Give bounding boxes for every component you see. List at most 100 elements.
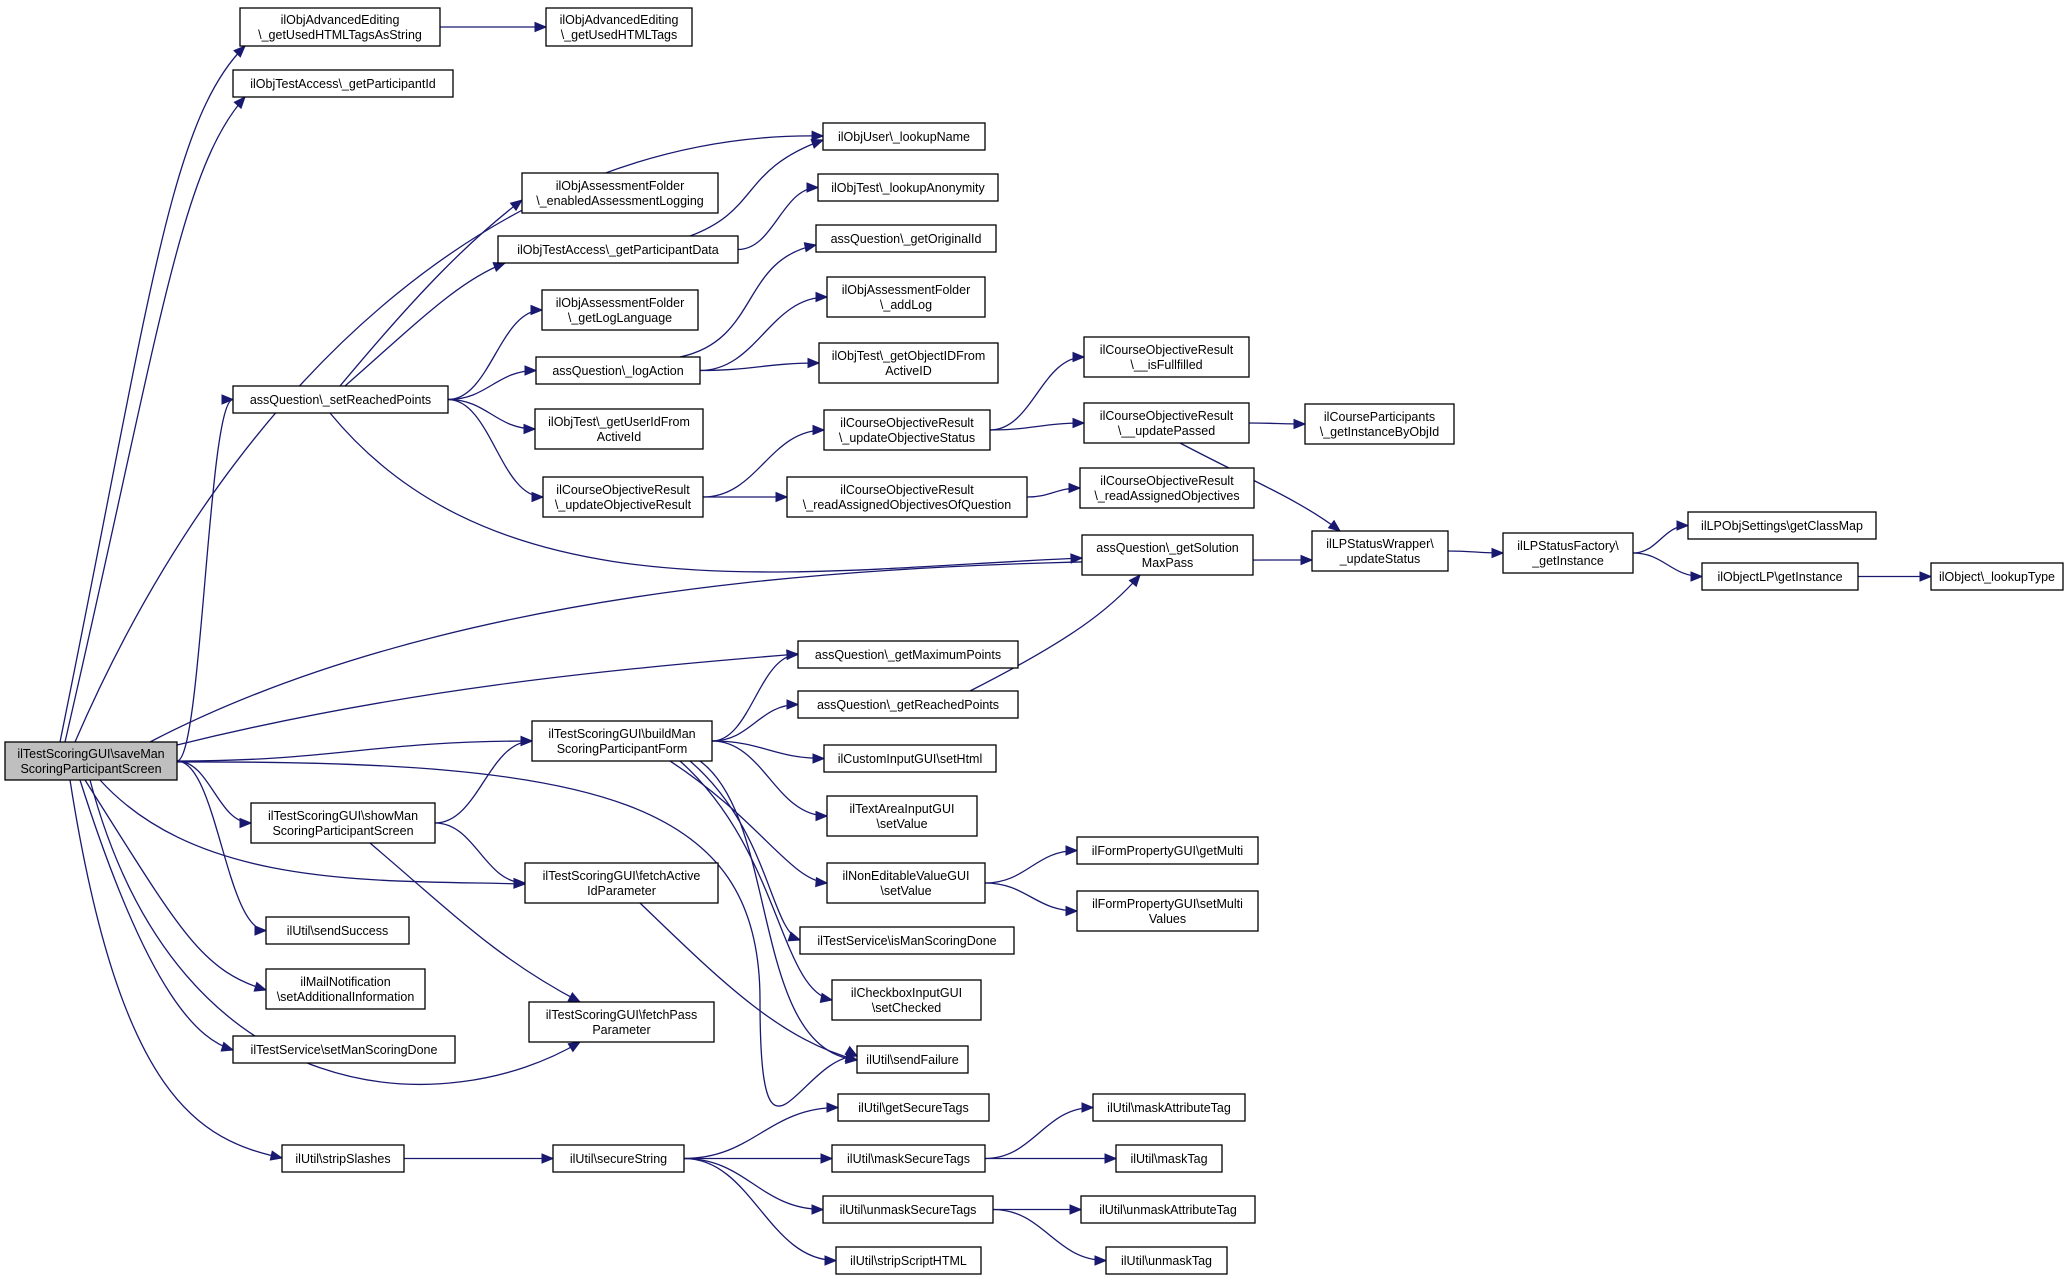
node-box[interactable]	[1083, 336, 1250, 378]
node-box[interactable]	[799, 926, 1015, 955]
node-box[interactable]	[837, 1093, 990, 1122]
node-box[interactable]	[552, 1144, 685, 1173]
node-box[interactable]	[281, 1144, 405, 1173]
node-secureString[interactable]: ilUtil\secureString	[552, 1144, 685, 1173]
node-box[interactable]	[818, 342, 999, 384]
node-setHtml[interactable]: ilCustomInputGUI\setHtml	[823, 744, 997, 773]
node-maxPts[interactable]: assQuestion\_getMaximumPoints	[797, 640, 1019, 669]
node-sendSuccess[interactable]: ilUtil\sendSuccess	[265, 916, 410, 945]
node-partId[interactable]: ilObjTestAccess\_getParticipantId	[232, 69, 454, 98]
node-nevSet[interactable]: ilNonEditableValueGUI\setValue	[826, 862, 986, 904]
node-isFull[interactable]: ilCourseObjectiveResult\__isFullfilled	[1083, 336, 1250, 378]
node-cpInst[interactable]: ilCourseParticipants\_getInstanceByObjId	[1304, 403, 1455, 445]
node-box[interactable]	[535, 356, 701, 385]
node-box[interactable]	[1930, 562, 2064, 591]
node-box[interactable]	[232, 1035, 456, 1064]
node-addLog[interactable]: ilObjAssessmentFolder\_addLog	[826, 276, 986, 318]
node-box[interactable]	[1081, 534, 1254, 576]
node-setManDone[interactable]: ilTestService\setManScoringDone	[232, 1035, 456, 1064]
node-box[interactable]	[856, 1045, 969, 1074]
node-box[interactable]	[1080, 1195, 1256, 1224]
node-unmaskSecure[interactable]: ilUtil\unmaskSecureTags	[822, 1195, 994, 1224]
node-getMulti[interactable]: ilFormPropertyGUI\getMulti	[1076, 836, 1259, 865]
node-box[interactable]	[826, 862, 986, 904]
node-box[interactable]	[265, 916, 410, 945]
node-lpWrap[interactable]: ilLPStatusWrapper\_updateStatus	[1311, 530, 1449, 572]
node-box[interactable]	[823, 409, 991, 451]
node-lookupType[interactable]: ilObject\_lookupType	[1930, 562, 2064, 591]
node-partData[interactable]: ilObjTestAccess\_getParticipantData	[497, 235, 739, 264]
node-reachedPts[interactable]: assQuestion\_getReachedPoints	[797, 690, 1019, 719]
node-box[interactable]	[1083, 402, 1250, 444]
node-box[interactable]	[786, 476, 1028, 518]
node-box[interactable]	[1079, 467, 1255, 509]
node-logLang[interactable]: ilObjAssessmentFolder\_getLogLanguage	[541, 289, 699, 331]
node-unmaskTag[interactable]: ilUtil\unmaskTag	[1105, 1246, 1228, 1275]
node-cbSet[interactable]: ilCheckboxInputGUI\setChecked	[831, 979, 982, 1021]
node-maskSecure[interactable]: ilUtil\maskSecureTags	[831, 1144, 986, 1173]
node-box[interactable]	[831, 979, 982, 1021]
node-aeTags[interactable]: ilObjAdvancedEditing\_getUsedHTMLTags	[545, 7, 693, 47]
node-logAction[interactable]: assQuestion\_logAction	[535, 356, 701, 385]
node-updObjResult[interactable]: ilCourseObjectiveResult\_updateObjective…	[542, 476, 704, 518]
node-box[interactable]	[797, 640, 1019, 669]
node-box[interactable]	[1105, 1246, 1228, 1275]
node-box[interactable]	[545, 7, 693, 47]
node-box[interactable]	[4, 741, 178, 781]
node-box[interactable]	[528, 1001, 715, 1043]
node-box[interactable]	[265, 968, 426, 1010]
node-box[interactable]	[822, 1195, 994, 1224]
node-isManDone[interactable]: ilTestService\isManScoringDone	[799, 926, 1015, 955]
node-lookupAnon[interactable]: ilObjTest\_lookupAnonymity	[817, 173, 999, 202]
node-setReached[interactable]: assQuestion\_setReachedPoints	[232, 385, 449, 414]
node-box[interactable]	[1092, 1093, 1246, 1122]
node-box[interactable]	[815, 224, 997, 253]
node-box[interactable]	[797, 690, 1019, 719]
node-getSecure[interactable]: ilUtil\getSecureTags	[837, 1093, 990, 1122]
node-box[interactable]	[531, 720, 713, 762]
node-box[interactable]	[822, 122, 986, 151]
node-stripSlashes[interactable]: ilUtil\stripSlashes	[281, 1144, 405, 1173]
node-readAssQ[interactable]: ilCourseObjectiveResult\_readAssignedObj…	[786, 476, 1028, 518]
node-objLP[interactable]: ilObjectLP\getInstance	[1701, 562, 1859, 591]
node-box[interactable]	[1304, 403, 1455, 445]
node-classMap[interactable]: ilLPObjSettings\getClassMap	[1687, 511, 1877, 540]
node-box[interactable]	[835, 1246, 982, 1275]
node-box[interactable]	[250, 802, 436, 844]
node-box[interactable]	[826, 276, 986, 318]
node-box[interactable]	[823, 744, 997, 773]
node-updObjStatus[interactable]: ilCourseObjectiveResult\_updateObjective…	[823, 409, 991, 451]
node-box[interactable]	[534, 408, 704, 450]
node-readAss[interactable]: ilCourseObjectiveResult\_readAssignedObj…	[1079, 467, 1255, 509]
node-mailInfo[interactable]: ilMailNotification\setAdditionalInformat…	[265, 968, 426, 1010]
node-box[interactable]	[497, 235, 739, 264]
node-box[interactable]	[1701, 562, 1859, 591]
node-box[interactable]	[1687, 511, 1877, 540]
node-unmaskAttr[interactable]: ilUtil\unmaskAttributeTag	[1080, 1195, 1256, 1224]
node-box[interactable]	[1076, 890, 1259, 932]
node-box[interactable]	[1076, 836, 1259, 865]
node-updPassed[interactable]: ilCourseObjectiveResult\__updatePassed	[1083, 402, 1250, 444]
node-taSet[interactable]: ilTextAreaInputGUI\setValue	[826, 795, 978, 837]
node-origId[interactable]: assQuestion\_getOriginalId	[815, 224, 997, 253]
node-maskTag[interactable]: ilUtil\maskTag	[1115, 1144, 1223, 1173]
node-box[interactable]	[524, 862, 719, 904]
node-lookupName[interactable]: ilObjUser\_lookupName	[822, 122, 986, 151]
node-box[interactable]	[521, 172, 719, 214]
node-maskAttr[interactable]: ilUtil\maskAttributeTag	[1092, 1093, 1246, 1122]
node-box[interactable]	[817, 173, 999, 202]
node-aeStr[interactable]: ilObjAdvancedEditing\_getUsedHTMLTagsAsS…	[239, 7, 441, 47]
node-root[interactable]: ilTestScoringGUI\saveManScoringParticipa…	[4, 741, 178, 781]
node-box[interactable]	[232, 385, 449, 414]
node-box[interactable]	[826, 795, 978, 837]
node-box[interactable]	[239, 7, 441, 47]
node-showScreen[interactable]: ilTestScoringGUI\showManScoringParticipa…	[250, 802, 436, 844]
node-lpFact[interactable]: ilLPStatusFactory\_getInstance	[1502, 532, 1634, 574]
node-box[interactable]	[542, 476, 704, 518]
